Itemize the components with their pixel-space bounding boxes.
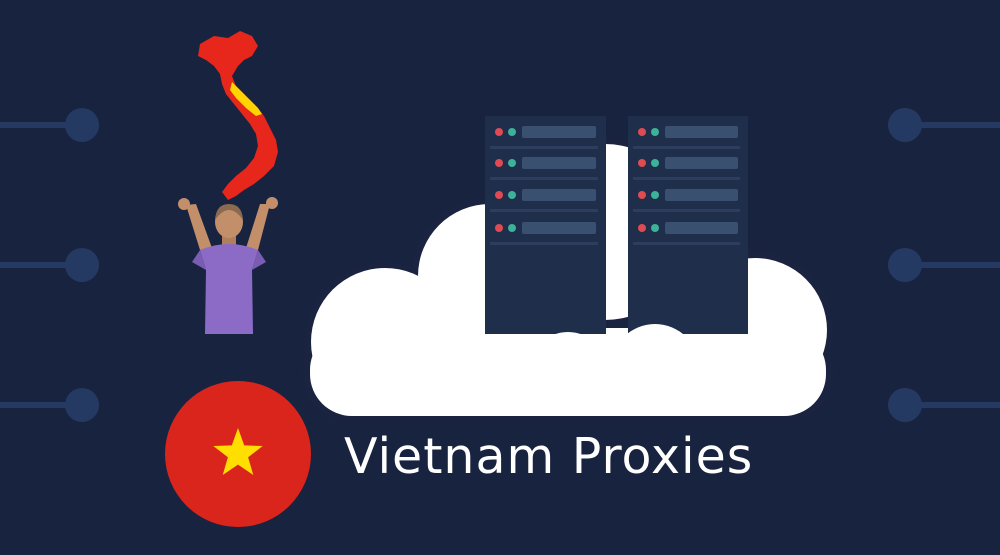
server-slots bbox=[490, 126, 598, 245]
right-connectors bbox=[888, 108, 1000, 422]
cloud-front-bumps bbox=[464, 324, 754, 412]
circuit-connector-icon bbox=[0, 248, 99, 282]
circuit-connector-icon bbox=[888, 248, 1000, 282]
circuit-connector-icon bbox=[888, 388, 1000, 422]
server-rack-left bbox=[485, 116, 606, 334]
server-slots bbox=[633, 126, 740, 245]
server-rack-right bbox=[628, 116, 748, 334]
cheering-person-icon bbox=[178, 197, 278, 334]
circuit-connector-icon bbox=[0, 388, 99, 422]
page-title: Vietnam Proxies bbox=[344, 428, 754, 485]
vietnam-flag-icon bbox=[165, 381, 311, 527]
circuit-connector-icon bbox=[888, 108, 1000, 142]
left-connectors bbox=[0, 108, 99, 422]
vietnam-map-icon bbox=[198, 31, 278, 200]
circuit-connector-icon bbox=[0, 108, 99, 142]
